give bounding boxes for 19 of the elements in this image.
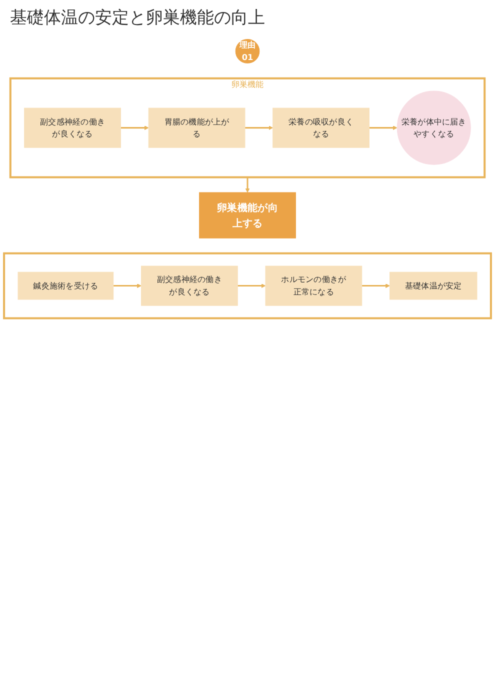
arrow — [245, 177, 250, 193]
node-box: 卵巣機能が向上する — [199, 192, 296, 238]
node-circle: 理由 01 — [235, 39, 260, 64]
node-box: 栄養の吸収が良くなる — [272, 108, 370, 148]
node-box: ホルモンの働きが正常になる — [265, 266, 362, 306]
node-box: 副交感神経の働きが良くなる — [141, 266, 238, 306]
node-box: 副交感神経の働きが良くなる — [24, 108, 121, 148]
node-circle: 栄養が体中に届きやすくなる — [396, 90, 471, 165]
arrow — [362, 284, 390, 288]
arrow — [244, 126, 274, 130]
arrow — [238, 284, 266, 288]
cluster — [3, 252, 492, 320]
node-box: 胃腸の機能が上がる — [148, 108, 246, 148]
diagram-title: 基礎体温の安定と卵巣機能の向上 — [10, 7, 265, 29]
arrow — [113, 284, 142, 288]
node-box: 基礎体温が安定 — [390, 272, 478, 300]
arrow — [369, 126, 398, 130]
node-box: 鍼灸施術を受ける — [18, 272, 114, 300]
arrow — [120, 126, 149, 130]
